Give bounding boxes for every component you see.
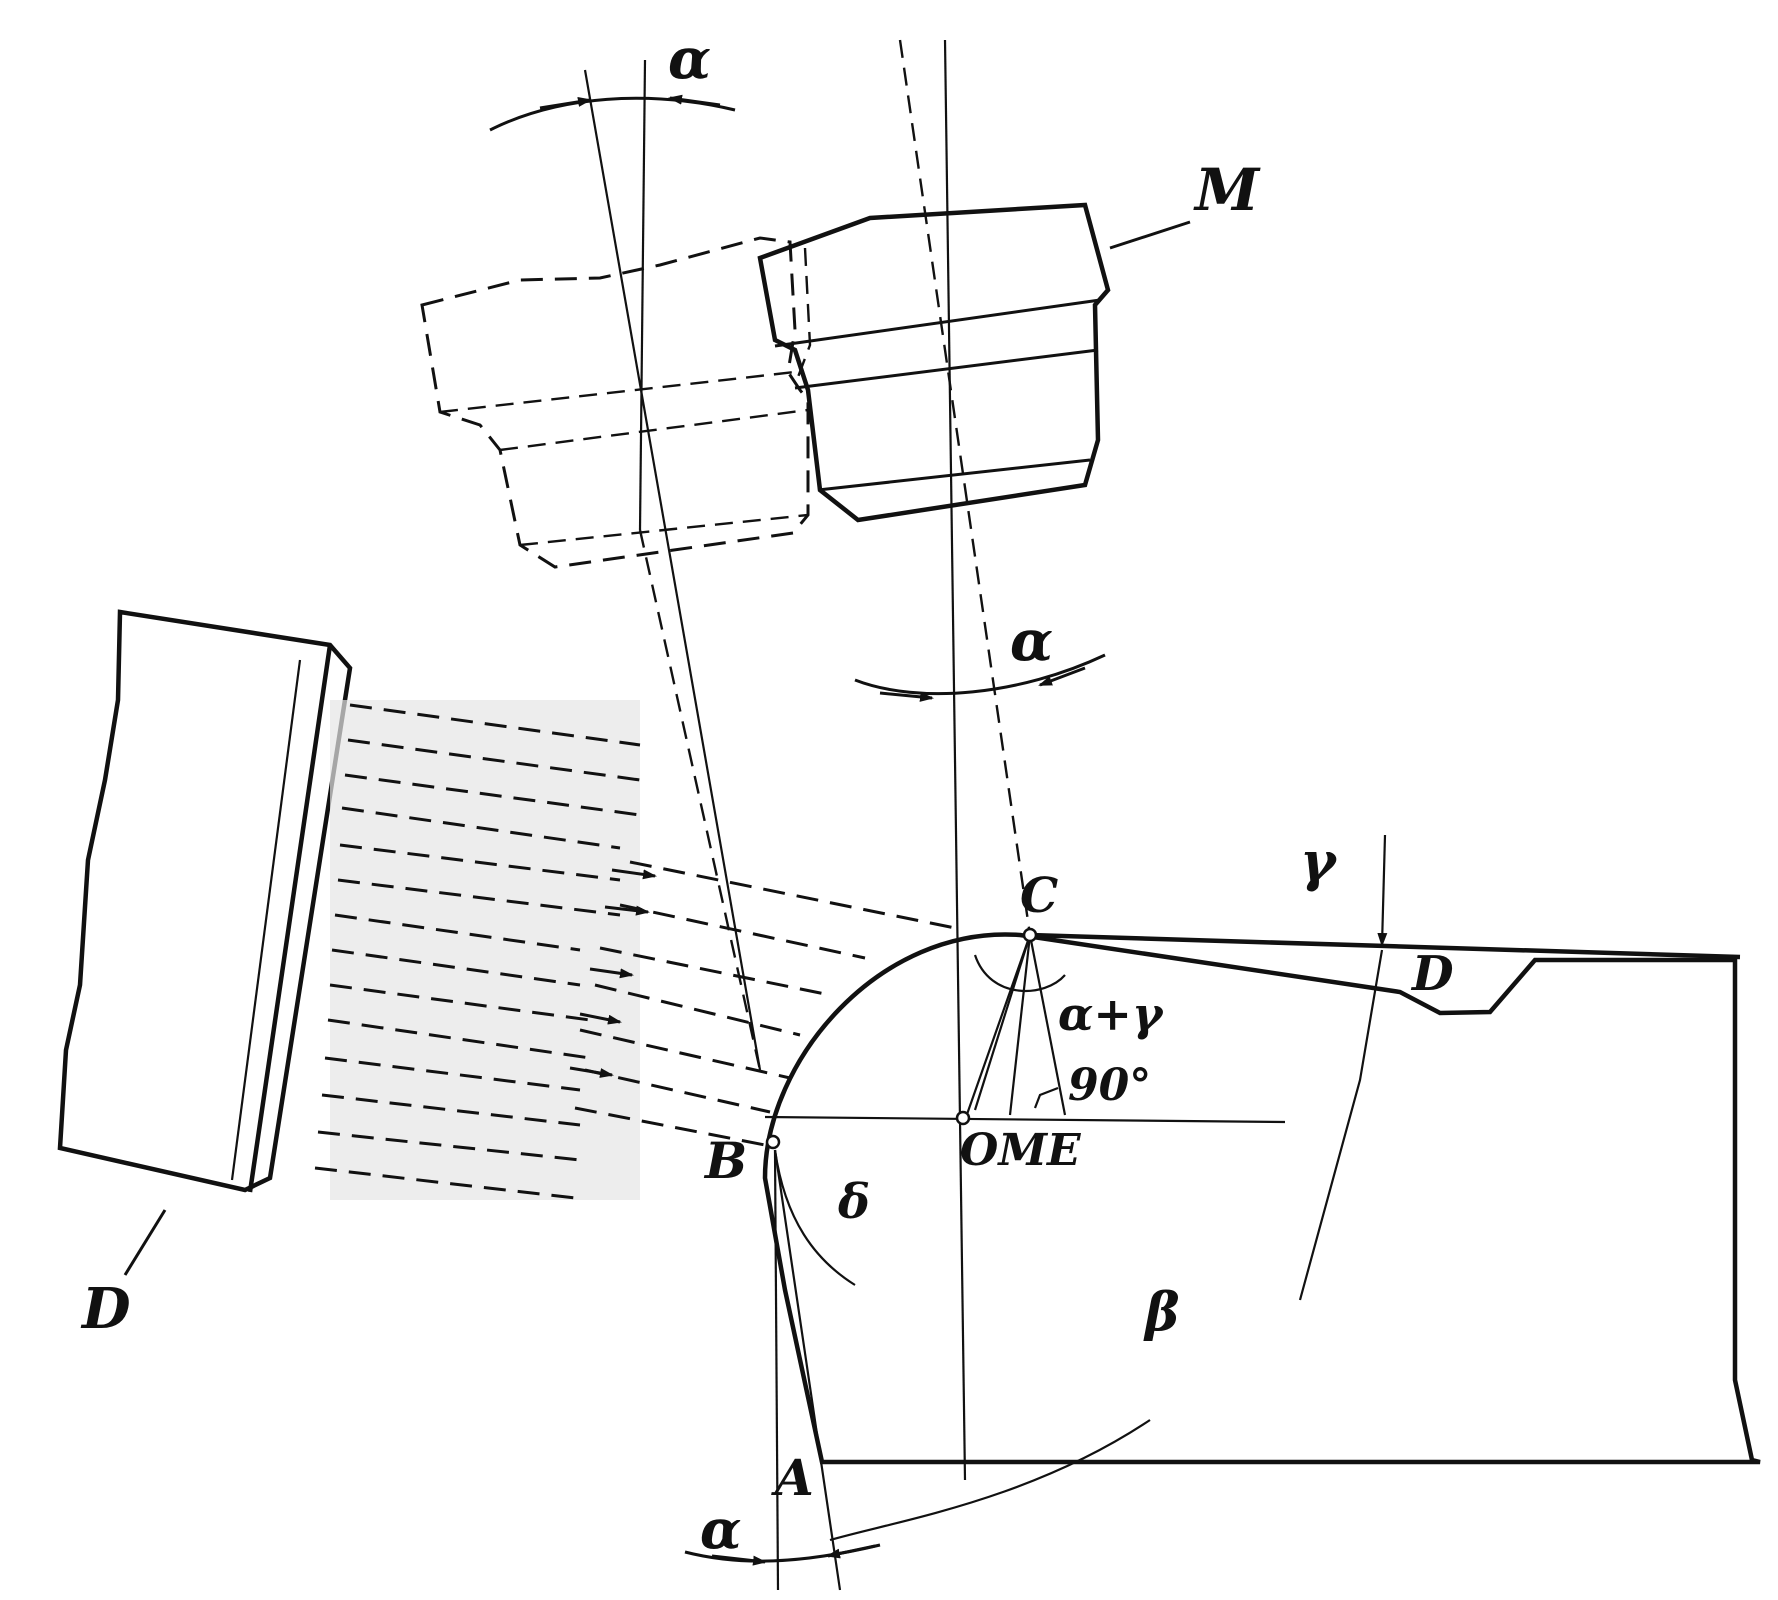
label-A: A — [771, 1448, 814, 1507]
label-90-degrees: 90° — [1068, 1060, 1151, 1111]
label-alpha-bottom: α — [700, 1497, 742, 1561]
leader-lines — [123, 220, 1191, 1276]
label-D-slot: D — [1410, 946, 1454, 1002]
label-gamma: γ — [1300, 829, 1338, 893]
workpiece — [762, 932, 1761, 1465]
tool-block-M — [757, 202, 1111, 523]
projector-unit-D — [57, 609, 353, 1193]
label-M: M — [1193, 156, 1261, 224]
angle-arcs — [489, 94, 1106, 1566]
label-D-bottom: D — [80, 1276, 131, 1342]
projection-rays — [314, 700, 956, 1200]
label-delta: δ — [837, 1174, 870, 1230]
label-OME: OME — [960, 1125, 1082, 1176]
label-beta: β — [1143, 1282, 1180, 1343]
label-alpha-plus-gamma: α+γ — [1058, 987, 1165, 1041]
label-C: C — [1020, 868, 1058, 924]
label-alpha-top: α — [668, 26, 711, 92]
label-B: B — [703, 1131, 747, 1190]
ghost-tool-block — [420, 236, 810, 569]
construction-lines — [583, 39, 1741, 1591]
label-alpha-mid: α — [1010, 608, 1053, 674]
